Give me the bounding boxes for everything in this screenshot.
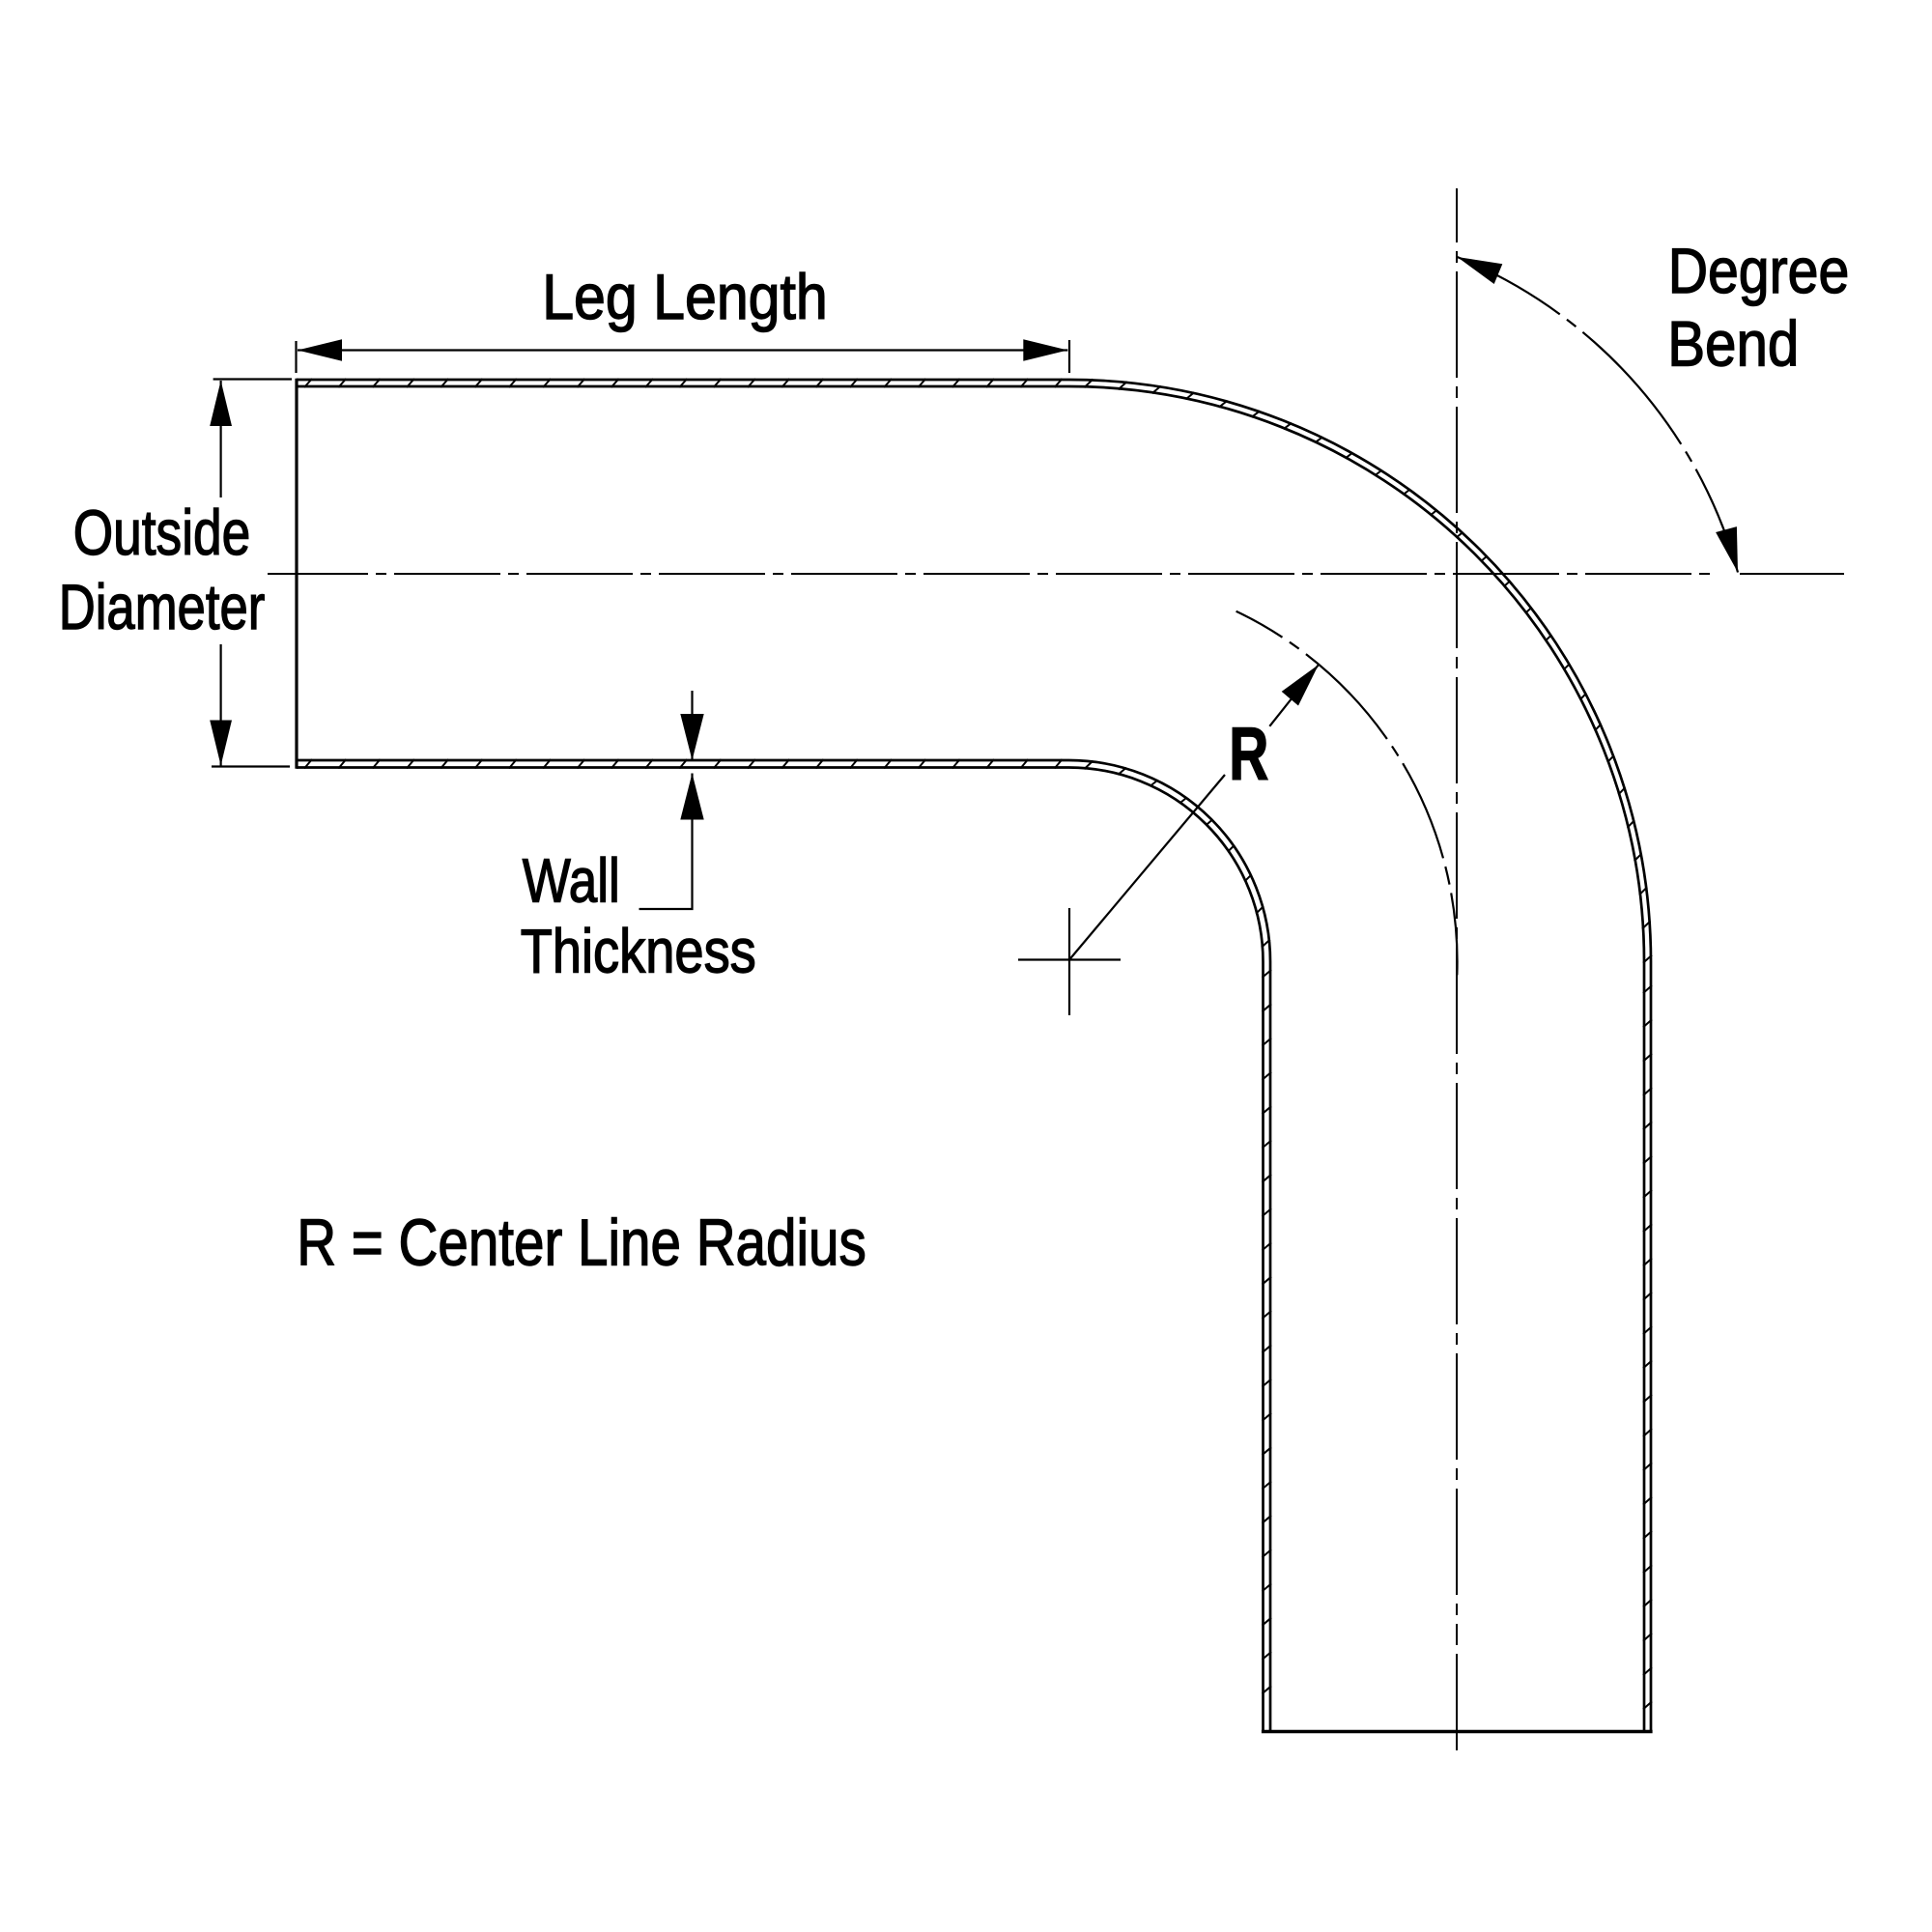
svg-text:Wall: Wall	[523, 846, 620, 916]
svg-text:Leg Length: Leg Length	[542, 261, 828, 332]
svg-text:Thickness: Thickness	[521, 917, 756, 986]
svg-text:Degree: Degree	[1668, 235, 1850, 306]
svg-text:Bend: Bend	[1667, 307, 1799, 379]
svg-text:R: R	[1229, 713, 1268, 796]
svg-text:Diameter: Diameter	[59, 571, 266, 642]
svg-text:Outside: Outside	[73, 497, 251, 568]
svg-text:R = Center Line Radius: R = Center Line Radius	[297, 1207, 867, 1280]
